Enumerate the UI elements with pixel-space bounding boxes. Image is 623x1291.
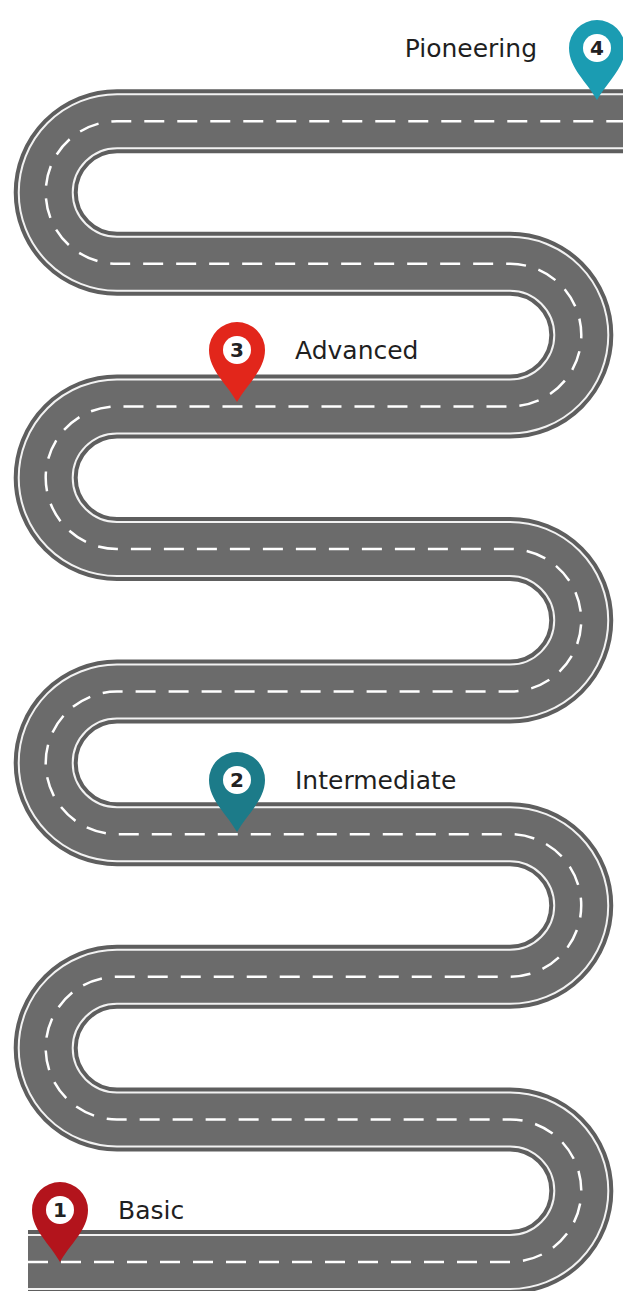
pin-body	[209, 322, 265, 402]
stage-label: Basic	[118, 1196, 184, 1225]
map-pin: 3Advanced	[207, 320, 267, 404]
stage-label: Intermediate	[295, 766, 456, 795]
stage-label: Advanced	[295, 336, 419, 365]
pin-hole	[583, 34, 611, 62]
map-pin: 1Basic	[30, 1180, 90, 1264]
callout-number: 1	[46, 1196, 74, 1224]
pin-hole	[46, 1196, 74, 1224]
callout-number: 3	[223, 336, 251, 364]
callout-number: 2	[223, 766, 251, 794]
map-pin: 2Intermediate	[207, 750, 267, 834]
pin-body	[209, 752, 265, 832]
road-side-line	[28, 121, 623, 1262]
stage-label: Pioneering	[405, 34, 537, 63]
callout-number: 4	[583, 34, 611, 62]
road-surface	[28, 121, 623, 1262]
road-edge	[28, 121, 623, 1262]
pin-hole	[223, 336, 251, 364]
road-center-line	[28, 121, 623, 1262]
map-pin: 4Pioneering	[567, 18, 623, 102]
pin-hole	[223, 766, 251, 794]
pin-body	[32, 1182, 88, 1262]
pin-body	[569, 20, 623, 100]
